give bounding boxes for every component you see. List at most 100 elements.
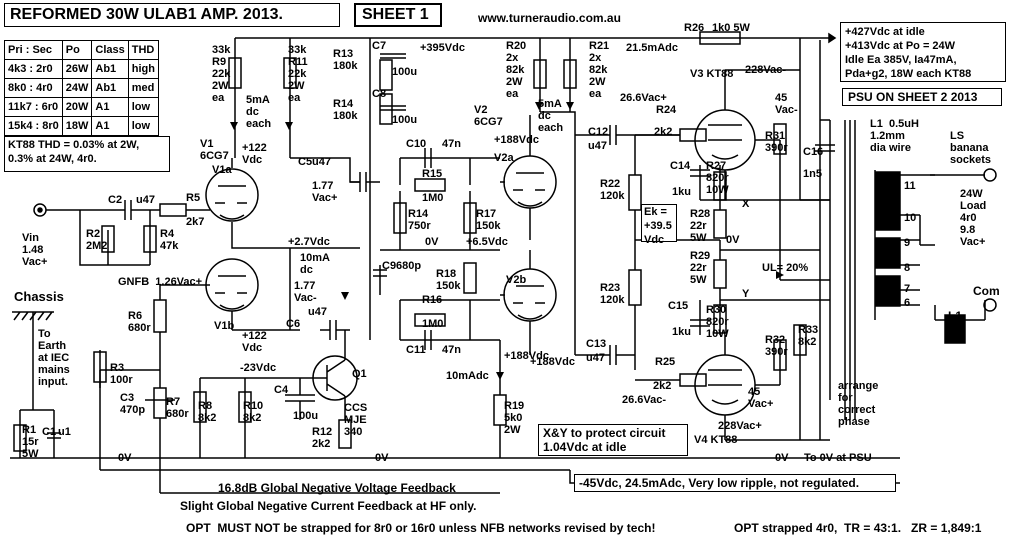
label-r4: R4 47k bbox=[160, 228, 179, 252]
table-row: 8k0 : 4r0 24W Ab1 med bbox=[4, 78, 159, 98]
website-label: www.turneraudio.com.au bbox=[478, 11, 621, 25]
table-header-cell: Po bbox=[61, 40, 93, 60]
label-c3: C3 470p bbox=[120, 392, 146, 416]
label-ccs: CCS MJE 340 bbox=[344, 402, 368, 438]
label-r24: R24 bbox=[656, 104, 677, 116]
label-v266b: 26.6Vac- bbox=[622, 394, 667, 406]
label-c4v: 100u bbox=[293, 410, 319, 422]
table-cell: 18W bbox=[61, 116, 93, 136]
label-c11v: 47n bbox=[442, 344, 461, 356]
label-v0c: 0V bbox=[775, 452, 789, 464]
label-c11: C11 bbox=[406, 344, 426, 356]
table-header-row: Pri : Sec Po Class THD bbox=[4, 40, 159, 60]
label-c4: C4 bbox=[274, 384, 289, 396]
label-r15: R15 bbox=[422, 168, 443, 180]
label-r30: R30 820r 10W bbox=[706, 304, 729, 340]
label-v45a: 45 bbox=[775, 92, 788, 104]
label-v188a: +188Vdc bbox=[494, 134, 539, 146]
label-t6: 6 bbox=[904, 297, 911, 309]
label-r26: R26 bbox=[684, 22, 705, 34]
ek-note-line: Ek = bbox=[644, 206, 667, 218]
label-v27: +2.7Vdc bbox=[288, 236, 330, 248]
table-cell: high bbox=[127, 59, 159, 79]
label-v45b: 45 bbox=[748, 386, 761, 398]
label-v1: V1 6CG7 bbox=[200, 138, 229, 162]
label-gncf: Slight Global Negative Current Feedback … bbox=[180, 499, 477, 513]
label-v188b: +188Vdc bbox=[504, 350, 549, 362]
thd-note-line: 0.3% at 24W, 4r0. bbox=[8, 153, 97, 165]
label-v0a: 0V bbox=[425, 236, 439, 248]
label-r27: R27 820r 10W bbox=[706, 160, 729, 196]
label-opt-warn: OPT MUST NOT be strapped for 8r0 or 16r0… bbox=[186, 521, 656, 535]
label-v65: +6.5Vdc bbox=[466, 236, 508, 248]
label-v0e: 0V bbox=[118, 452, 132, 464]
label-r9: 33k R9 22k 2W ea bbox=[212, 44, 231, 104]
table-row: 15k4 : 8r0 18W A1 low bbox=[4, 116, 159, 136]
table-cell: 15k4 : 8r0 bbox=[4, 116, 63, 136]
supply-note-line: +413Vdc at Po = 24W bbox=[845, 40, 956, 52]
table-cell: low bbox=[127, 97, 159, 117]
label-to0v: To 0V at PSU bbox=[804, 452, 872, 464]
supply-note-line: Idle Ea 385V, Ia47mA, bbox=[845, 54, 957, 66]
label-c1v: u1 bbox=[58, 426, 71, 438]
label-gnfb: GNFB 1.26Vac+ bbox=[118, 276, 203, 288]
label-r8: R8 8k2 bbox=[198, 400, 217, 424]
table-cell: 26W bbox=[61, 59, 93, 79]
label-c12: C12 bbox=[588, 126, 609, 138]
label-vac-b: Vac+ bbox=[748, 398, 774, 410]
label-r20: R20 2x 82k 2W ea bbox=[506, 40, 527, 100]
label-c14: C14 bbox=[670, 160, 691, 172]
label-r31: R31 390r bbox=[765, 130, 788, 154]
label-r5: R5 bbox=[186, 192, 201, 204]
label-r18: R18 150k bbox=[436, 268, 461, 292]
label-v3: V3 KT88 bbox=[690, 68, 734, 80]
label-r19: R19 5k0 2W bbox=[504, 400, 525, 436]
label-ma5b: 5mA dc each bbox=[538, 98, 564, 134]
label-load: 24W Load 4r0 9.8 Vac+ bbox=[960, 188, 987, 248]
label-c10: C10 bbox=[406, 138, 427, 150]
label-t10: 10 bbox=[904, 212, 917, 224]
table-cell: Ab1 bbox=[91, 59, 129, 79]
label-v2: V2 6CG7 bbox=[474, 104, 503, 128]
ek-note-line: +39.5 bbox=[644, 220, 672, 232]
label-y: Y bbox=[742, 288, 750, 300]
label-r21: R21 2x 82k 2W ea bbox=[589, 40, 610, 100]
label-gnvf: 16.8dB Global Negative Voltage Feedback bbox=[218, 481, 456, 495]
label-ma10: 10mAdc bbox=[446, 370, 489, 382]
label-r12: R12 2k2 bbox=[312, 426, 333, 450]
label-v23: -23Vdc bbox=[240, 362, 277, 374]
label-v188c: +188Vdc bbox=[530, 356, 575, 368]
thd-note-box: KT88 THD = 0.03% at 2W, 0.3% at 24W, 4r0… bbox=[4, 136, 170, 172]
label-r16v: 1M0 bbox=[422, 318, 444, 330]
label-r14b: R14 750r bbox=[408, 208, 431, 232]
label-r11: 33k R11 22k 2W ea bbox=[288, 44, 308, 104]
thd-note-line: KT88 THD = 0.03% at 2W, bbox=[8, 139, 140, 151]
label-c16v: 1n5 bbox=[803, 168, 822, 180]
label-q1: Q1 bbox=[352, 368, 367, 380]
table-cell: 8k0 : 4r0 bbox=[4, 78, 63, 98]
table-cell: 20W bbox=[61, 97, 93, 117]
label-v228b: 228Vac+ bbox=[718, 420, 762, 432]
label-r24v: 2k2 bbox=[654, 126, 673, 138]
label-r2: R2 2M2 bbox=[86, 228, 108, 252]
label-c13v: u47 bbox=[586, 352, 605, 364]
label-l1a: L1 0.5uH bbox=[870, 118, 919, 130]
label-c2v: u47 bbox=[136, 194, 155, 206]
label-v2b: V2b bbox=[506, 274, 527, 286]
label-earth: To Earth at IEC mains input. bbox=[38, 328, 70, 388]
table-row: 11k7 : 6r0 20W A1 low bbox=[4, 97, 159, 117]
label-t7: 7 bbox=[904, 283, 911, 295]
table-header-cell: Pri : Sec bbox=[4, 40, 63, 60]
label-r14: R14 180k bbox=[333, 98, 358, 122]
label-r15v: 1M0 bbox=[422, 192, 444, 204]
table-cell: 11k7 : 6r0 bbox=[4, 97, 63, 117]
label-v2a: V2a bbox=[494, 152, 514, 164]
label-x: X bbox=[742, 198, 750, 210]
label-v0b: 0V bbox=[726, 234, 740, 246]
label-r29: R29 22r 5W bbox=[690, 250, 711, 286]
label-r13: R13 180k bbox=[333, 48, 358, 72]
label-r6: R6 680r bbox=[128, 310, 151, 334]
page-title: REFORMED 30W ULAB1 AMP. 2013. bbox=[4, 3, 340, 27]
protect-note-box: X&Y to protect circuit 1.04Vdc at idle bbox=[538, 424, 688, 456]
label-r23: R23 120k bbox=[600, 282, 625, 306]
